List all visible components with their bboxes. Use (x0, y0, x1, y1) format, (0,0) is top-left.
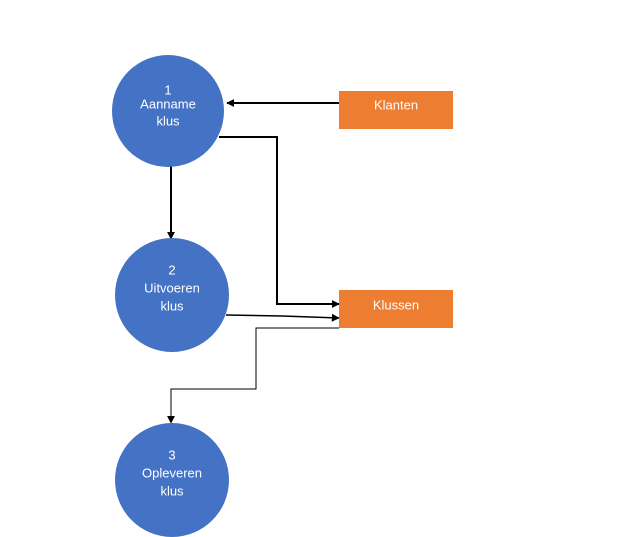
flow-klussen-to-opleveren (167, 327, 339, 424)
store-klanten[interactable]: Klanten (339, 91, 453, 129)
process-label-line2: klus (160, 298, 184, 313)
process-label-line2: klus (160, 483, 184, 498)
process-label-line1: Opleveren (142, 465, 202, 480)
store-box (339, 290, 453, 328)
process-label-line1: Aanname (140, 96, 196, 111)
store-label: Klanten (374, 97, 418, 112)
flow-uitvoeren-to-klussen (225, 313, 340, 322)
process-circle (115, 423, 229, 537)
store-klussen[interactable]: Klussen (339, 290, 453, 328)
process-aanname-klus[interactable]: 1 Aanname klus (112, 55, 224, 167)
process-label-line1: Uitvoeren (144, 280, 200, 295)
process-circle (112, 55, 224, 167)
store-label: Klussen (373, 297, 419, 312)
process-label-line2: klus (156, 113, 180, 128)
process-number: 3 (168, 447, 175, 462)
process-opleveren-klus[interactable]: 3 Opleveren klus (115, 423, 229, 537)
connectors (167, 99, 340, 424)
process-circle (115, 238, 229, 352)
process-number: 1 (164, 82, 171, 97)
process-number: 2 (168, 262, 175, 277)
flow-aanname-to-klussen (219, 136, 340, 308)
store-box (339, 91, 453, 129)
process-uitvoeren-klus[interactable]: 2 Uitvoeren klus (115, 238, 229, 352)
